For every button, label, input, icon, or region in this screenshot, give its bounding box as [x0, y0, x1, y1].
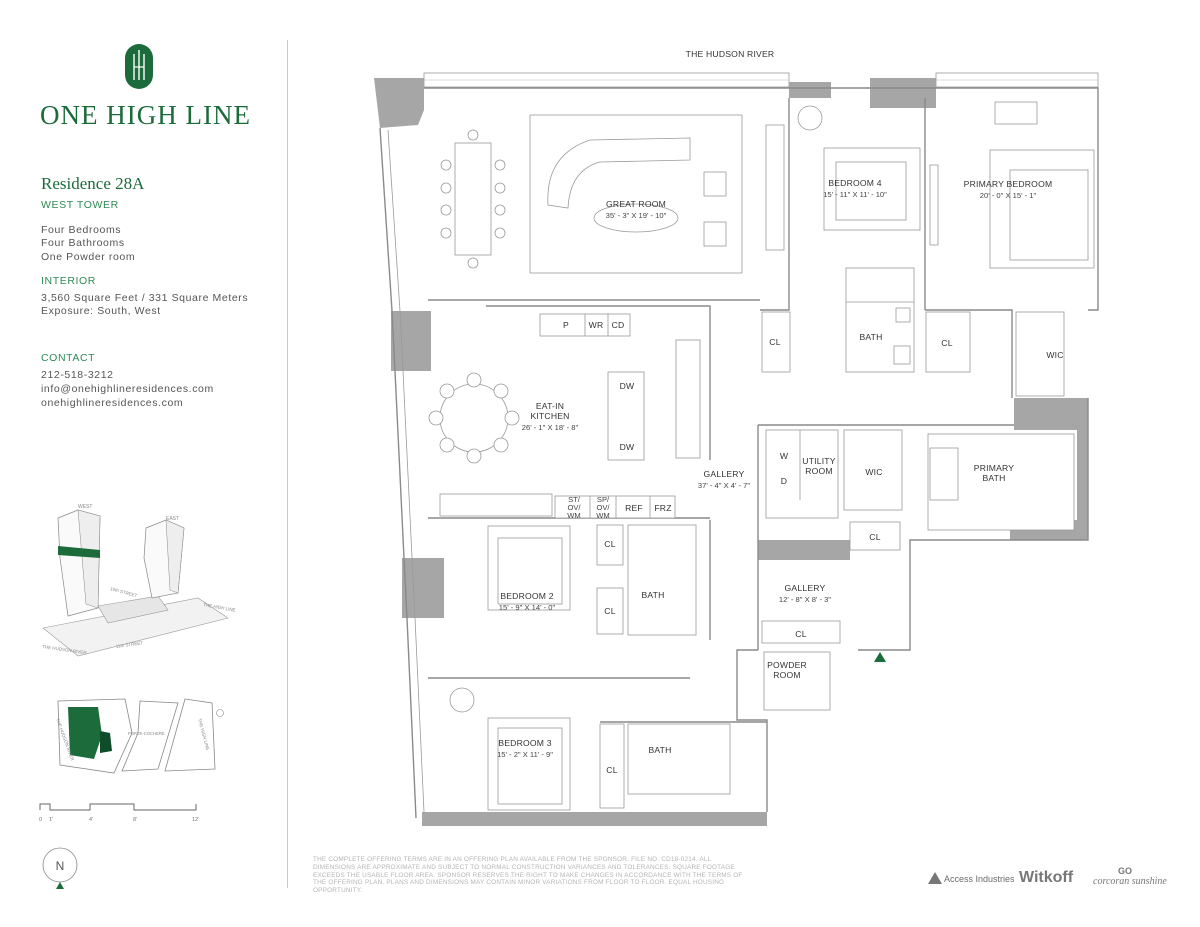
cl-tag: CL [604, 606, 615, 616]
utility-label-2: ROOM [805, 466, 833, 476]
ref-tag: REF [625, 503, 643, 513]
corcoran-sunshine-logo: corcoran sunshine [1093, 876, 1167, 887]
bedroom2-dims: 15' - 9" X 14' - 0" [499, 603, 556, 612]
bath-tag: BATH [641, 590, 664, 600]
primary-bedroom-label: PRIMARY BEDROOM [964, 179, 1053, 189]
st-ov-wm-tag: WM [567, 511, 581, 520]
st-ov-wm-tag: ST/ [568, 495, 581, 504]
sidebar: ONE HIGH LINE Residence 28A WEST TOWER F… [0, 0, 287, 927]
site-high-line-label: THE HIGH LINE [197, 718, 210, 751]
pantry-tag: P [563, 320, 569, 330]
corcoran-mark: GO [1118, 866, 1133, 876]
wic-tag: WIC [865, 467, 882, 477]
contact-heading: CONTACT [41, 352, 96, 364]
scale-label-12: 12' [192, 817, 199, 823]
gallery-label: GALLERY [704, 469, 745, 479]
scale-label-1: 1' [49, 817, 53, 823]
dw-tag: DW [620, 442, 635, 452]
site-plan-map: THE HUDSON RIVER PORTE-COCHERE THE HIGH … [55, 698, 224, 774]
bath-tag: BATH [648, 745, 671, 755]
contact-email[interactable]: info@onehighlineresidences.com [41, 383, 214, 395]
bedroom2-label: BEDROOM 2 [500, 591, 553, 601]
cd-tag: CD [612, 320, 625, 330]
powder-label-1: POWDER [767, 660, 807, 670]
river-label: THE HUDSON RIVER [686, 49, 775, 59]
st-ov-wm-tag: OV/ [567, 503, 581, 512]
primary-bath-label-2: BATH [982, 473, 1005, 483]
keymap-11th-street-label: 11th STREET [115, 640, 143, 649]
great-room-dims: 35' - 3" X 19' - 10" [606, 211, 667, 220]
dryer-tag: D [781, 476, 787, 486]
gallery2-label: GALLERY [785, 583, 826, 593]
building-key-map: WEST EAST 10th STREET THE HIGH LINE THE … [42, 504, 236, 657]
site-porte-cochere-label: PORTE-COCHERE [128, 731, 165, 736]
gallery2-dims: 12' - 8" X 8' - 3" [779, 595, 831, 604]
dw-tag: DW [620, 381, 635, 391]
cl-tag: CL [606, 765, 617, 775]
scale-label-4: 4' [89, 817, 93, 823]
keymap-high-line-label: THE HIGH LINE [203, 602, 236, 613]
access-industries-mark-icon [928, 872, 942, 884]
sp-ov-wm-tag: OV/ [596, 503, 610, 512]
detail-bathrooms: Four Bathrooms [41, 237, 125, 249]
access-industries-label: Access Industries [944, 874, 1015, 884]
keymap-10th-street-label: 10th STREET [110, 586, 138, 598]
brand-name: ONE HIGH LINE [40, 100, 251, 130]
kitchen-dims: 26' - 1" X 18' - 8" [522, 423, 579, 432]
keymap-west-label: WEST [78, 504, 92, 510]
detail-bedrooms: Four Bedrooms [41, 224, 122, 236]
legal-disclaimer: THE COMPLETE OFFERING TERMS ARE IN AN OF… [313, 856, 743, 895]
witkoff-logo: Witkoff [1019, 869, 1074, 886]
one-high-line-logo-icon [125, 44, 153, 89]
utility-label-1: UTILITY [802, 456, 835, 466]
contact-website[interactable]: onehighlineresidences.com [41, 397, 184, 409]
gallery-dims: 37' - 4" X 4' - 7" [698, 481, 750, 490]
bedroom3-label: BEDROOM 3 [498, 738, 551, 748]
interior-exposure: Exposure: South, West [41, 305, 161, 317]
interior-area: 3,560 Square Feet / 331 Square Meters [41, 292, 249, 304]
powder-label-2: ROOM [773, 670, 801, 680]
access-industries-logo: Access Industries [928, 872, 1015, 884]
compass-north-label: N [56, 859, 65, 873]
sp-ov-wm-tag: SP/ [597, 495, 610, 504]
scale-label-8: 8' [133, 817, 137, 823]
cl-tag: CL [769, 337, 780, 347]
keymap-east-label: EAST [166, 516, 179, 522]
primary-bedroom-dims: 20' - 0" X 15' - 1" [980, 191, 1037, 200]
floor-plan: .wall { fill: #a6a6a6; } .outline { fill… [374, 49, 1099, 826]
washer-tag: W [780, 451, 789, 461]
kitchen-label-1: EAT-IN [536, 401, 564, 411]
detail-powder: One Powder room [41, 251, 136, 263]
bedroom3-dims: 15' - 2" X 11' - 9" [497, 750, 553, 759]
contact-phone[interactable]: 212-518-3212 [41, 369, 114, 381]
wic-tag: WIC [1046, 350, 1063, 360]
bath-tag: BATH [859, 332, 882, 342]
scale-label-0: 0 [39, 817, 42, 823]
bedroom4-dims: 15' - 11" X 11' - 10" [823, 190, 887, 199]
primary-bath-label-1: PRIMARY [974, 463, 1014, 473]
frz-tag: FRZ [654, 503, 671, 513]
sidebar-divider [287, 40, 288, 888]
keymap-hudson-label: THE HUDSON RIVER [42, 644, 88, 655]
residence-title: Residence 28A [41, 174, 145, 193]
bedroom4-label: BEDROOM 4 [828, 178, 881, 188]
interior-heading: INTERIOR [41, 275, 96, 287]
tower-label: WEST TOWER [41, 199, 119, 211]
cl-tag: CL [941, 338, 952, 348]
scale-bar: 0 1' 4' 8' 12' [39, 803, 199, 823]
compass-icon: N [42, 847, 78, 889]
cl-tag: CL [604, 539, 615, 549]
sp-ov-wm-tag: WM [596, 511, 610, 520]
cl-tag: CL [795, 629, 806, 639]
wr-tag: WR [589, 320, 604, 330]
cl-tag: CL [869, 532, 880, 542]
great-room-label: GREAT ROOM [606, 199, 666, 209]
kitchen-label-2: KITCHEN [530, 411, 569, 421]
